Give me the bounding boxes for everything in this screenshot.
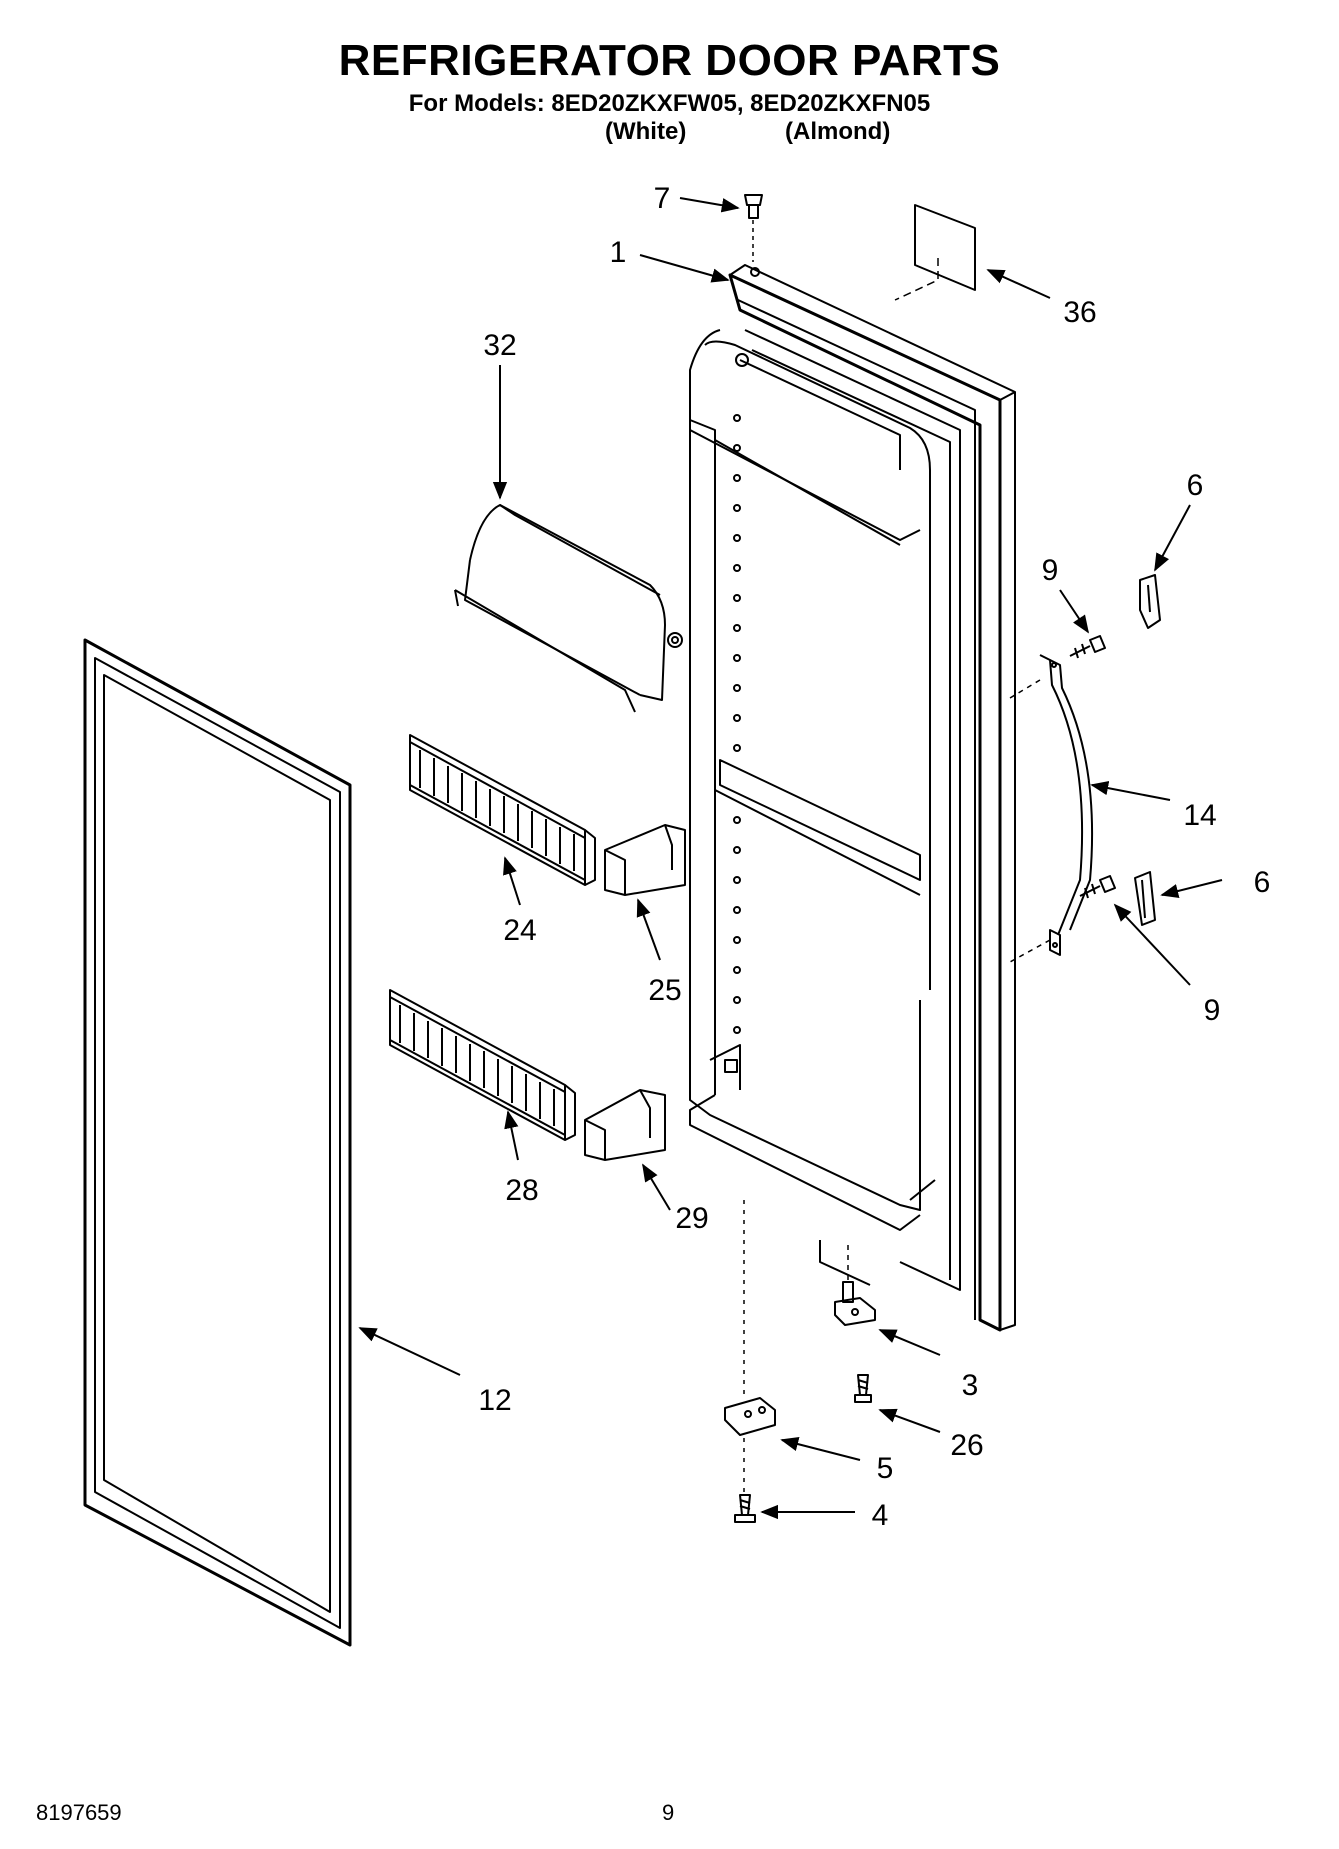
callout-5: 5 (877, 1452, 894, 1485)
dairy-door-cover (454, 504, 683, 713)
hinge-bracket (724, 1200, 776, 1492)
door-label (894, 204, 976, 301)
hinge-pin (834, 1245, 876, 1326)
callout-26: 26 (950, 1429, 983, 1462)
plug-button (744, 194, 763, 262)
page-title: REFRIGERATOR DOOR PARTS (338, 36, 1001, 85)
door-shelf-upper (409, 734, 596, 886)
handle-screw-lower (1079, 875, 1116, 899)
callout-4: 4 (872, 1499, 889, 1532)
callout-1: 1 (610, 236, 627, 269)
callout-6-lower: 6 (1254, 866, 1271, 899)
callout-6-upper: 6 (1187, 469, 1204, 502)
callout-32: 32 (483, 329, 516, 362)
callout-28: 28 (505, 1174, 538, 1207)
bracket-screw (734, 1494, 756, 1523)
callout-9-upper: 9 (1042, 554, 1059, 587)
variant-almond: (Almond) (785, 118, 891, 145)
door-shelf-lower (389, 989, 576, 1141)
callout-24: 24 (503, 914, 536, 947)
hinge-screw (854, 1374, 872, 1403)
variant-white: (White) (605, 118, 687, 145)
page-number: 9 (662, 1800, 675, 1825)
callout-12: 12 (478, 1384, 511, 1417)
callout-7: 7 (654, 182, 671, 215)
callout-9-lower: 9 (1204, 994, 1221, 1027)
callout-3: 3 (962, 1369, 979, 1402)
handle-screw-upper (1069, 635, 1106, 659)
handle-end-cap-upper (1139, 574, 1161, 629)
door-gasket (83, 638, 352, 1647)
callout-36: 36 (1063, 296, 1096, 329)
shelf-end-upper (604, 824, 686, 896)
door-handle (1009, 654, 1094, 963)
callout-29: 29 (675, 1202, 708, 1235)
callout-25: 25 (648, 974, 681, 1007)
callout-14: 14 (1183, 799, 1216, 832)
model-list: For Models: 8ED20ZKXFW05, 8ED20ZKXFN05 (408, 90, 931, 117)
shelf-end-lower (584, 1089, 666, 1161)
document-number: 8197659 (36, 1800, 122, 1825)
handle-end-cap-lower (1134, 871, 1156, 926)
door-liner (689, 264, 1016, 1332)
